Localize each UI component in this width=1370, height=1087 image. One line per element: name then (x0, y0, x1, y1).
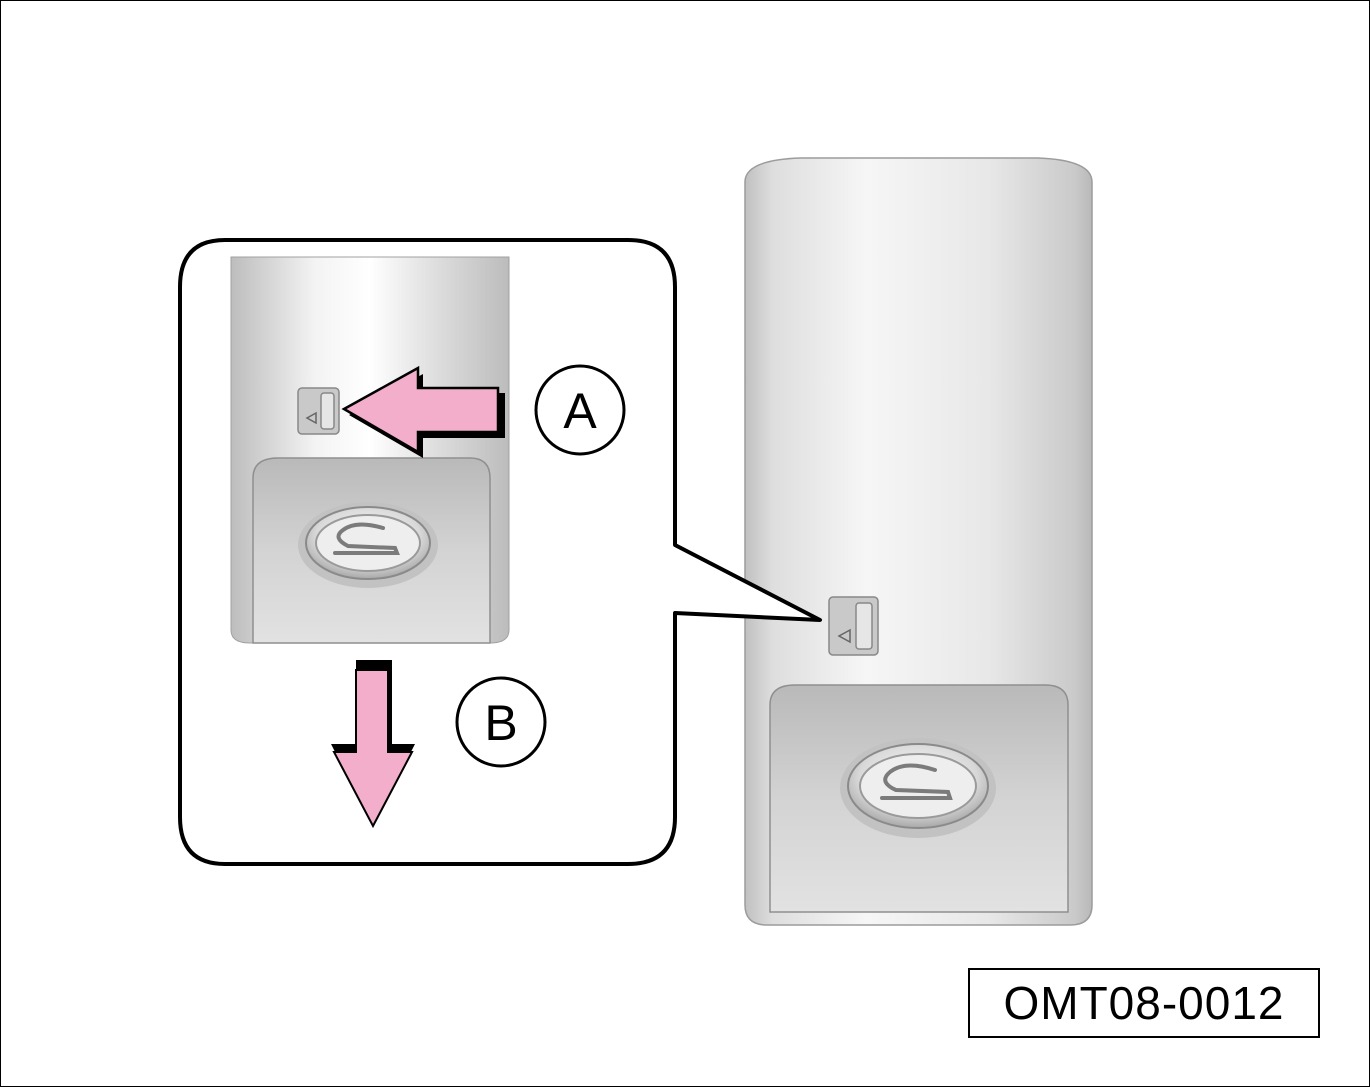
release-slider-icon[interactable] (828, 596, 879, 656)
brand-emblem-icon (840, 738, 996, 838)
key-fob-full (744, 157, 1093, 926)
zoom-callout: A B (178, 238, 822, 866)
arrow-left-icon (341, 365, 505, 458)
key-fob-zoomed (230, 256, 510, 644)
svg-text:B: B (484, 695, 517, 751)
arrow-down-icon (331, 660, 415, 829)
callout-label-a: A (534, 364, 626, 456)
svg-text:A: A (563, 383, 597, 439)
figure-id-label: OMT08-0012 (968, 968, 1320, 1038)
callout-label-b: B (455, 676, 547, 768)
release-slider-icon[interactable] (297, 387, 340, 435)
brand-emblem-icon (298, 502, 438, 588)
